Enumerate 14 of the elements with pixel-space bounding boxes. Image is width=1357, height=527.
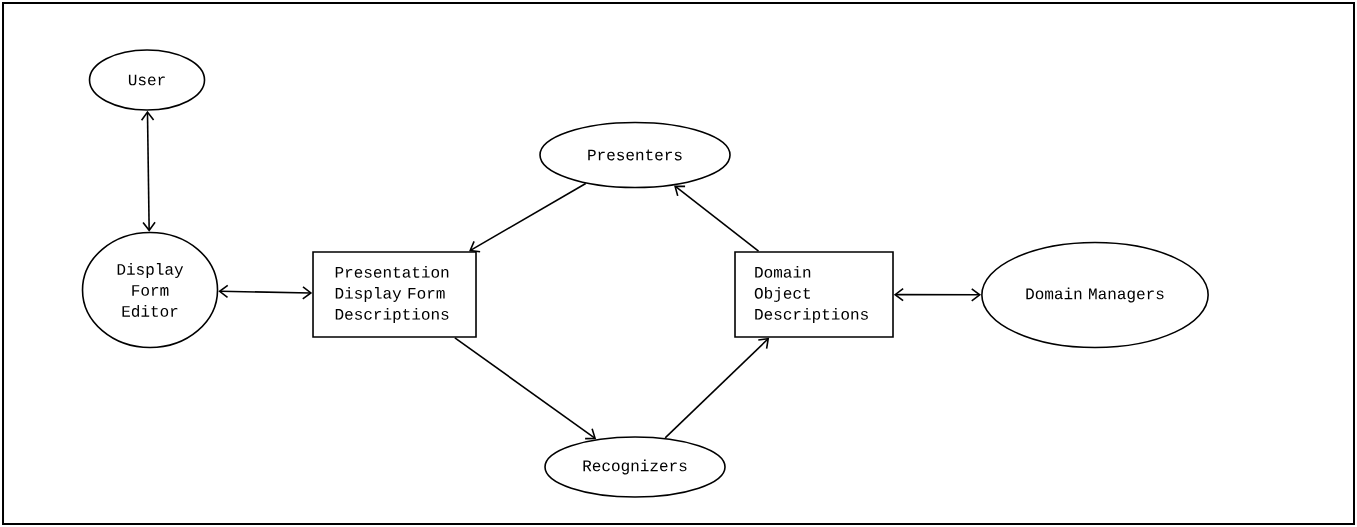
arrow xyxy=(218,284,313,300)
ellipse-node: Domain Managers xyxy=(981,241,1209,349)
arrow xyxy=(674,185,760,252)
ellipse-node: User xyxy=(88,49,206,111)
arrow xyxy=(893,287,982,302)
ellipse-node: Presenters xyxy=(539,121,731,189)
arrow xyxy=(664,337,770,439)
ellipse-node: Display Form Editor xyxy=(81,231,219,349)
arrow xyxy=(454,337,597,440)
arrow xyxy=(469,182,587,253)
ellipse-node: Recognizers xyxy=(544,436,726,498)
arrow xyxy=(140,110,156,232)
process-box: Domain Object Descriptions xyxy=(734,251,894,338)
process-box: Presentation Display Form Descriptions xyxy=(312,251,477,338)
